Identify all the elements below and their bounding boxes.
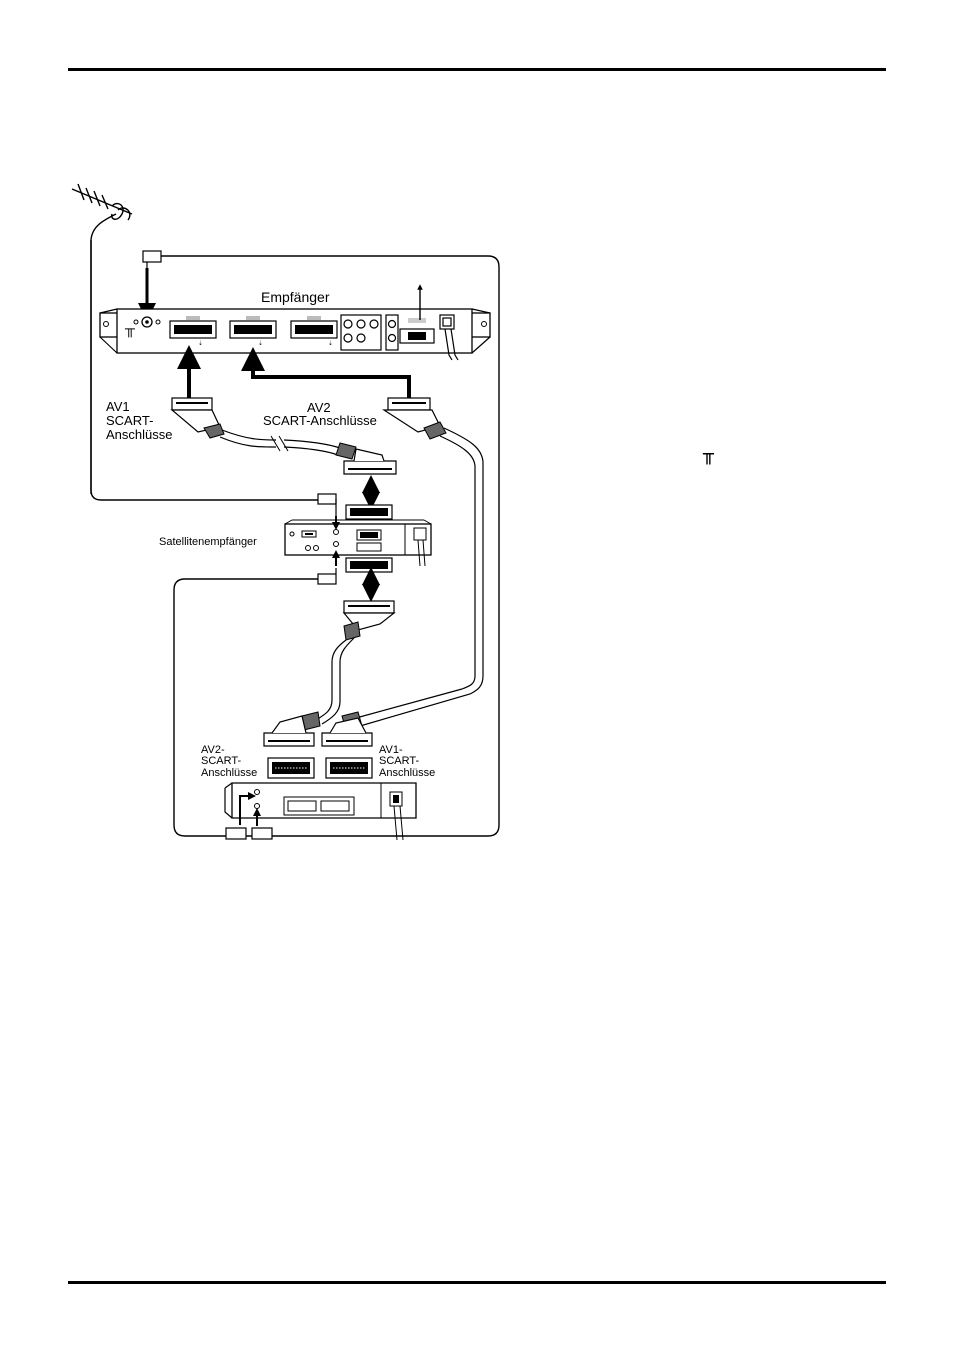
svg-text:AV1: AV1 bbox=[106, 399, 130, 414]
antenna-cable bbox=[91, 240, 318, 500]
vcr-av1-label: AV1- SCART- Anschlüsse bbox=[379, 744, 435, 779]
svg-text:╥: ╥ bbox=[124, 320, 135, 338]
svg-text:SCART-: SCART- bbox=[379, 755, 419, 767]
rf-plugs-vcr bbox=[226, 828, 272, 839]
svg-text:SCART-Anschlüsse: SCART-Anschlüsse bbox=[263, 413, 377, 428]
vcr-scart-av1 bbox=[326, 758, 372, 778]
rf-plug-satellite-in bbox=[318, 494, 336, 516]
scart-cable-receiver-satellite bbox=[172, 398, 396, 474]
scart-cable-satellite-vcr bbox=[264, 601, 394, 746]
satellite-scart-upper bbox=[346, 505, 392, 519]
vcr-scart-av2 bbox=[268, 758, 314, 778]
svg-text:Anschlüsse: Anschlüsse bbox=[106, 427, 172, 442]
arrow-av2-to-receiver bbox=[253, 359, 409, 398]
svg-text:⇣: ⇣ bbox=[198, 340, 203, 347]
receiver-panel: ╥ bbox=[100, 309, 490, 360]
svg-text:Anschlüsse: Anschlüsse bbox=[379, 767, 435, 779]
satellite-label: Satellitenempfänger bbox=[159, 536, 257, 548]
satellite-scart-lower bbox=[346, 558, 392, 572]
svg-text:Anschlüsse: Anschlüsse bbox=[201, 767, 257, 779]
av1-label: AV1 SCART- Anschlüsse bbox=[106, 399, 172, 442]
svg-text:SCART-: SCART- bbox=[201, 755, 241, 767]
svg-text:SCART-: SCART- bbox=[106, 413, 153, 428]
svg-text:⇣: ⇣ bbox=[258, 340, 263, 347]
svg-text:⇣: ⇣ bbox=[328, 340, 333, 347]
receiver-label: Empfänger bbox=[261, 289, 330, 305]
antenna-socket-symbol: ╥ bbox=[703, 446, 714, 464]
vcr-av2-label: AV2- SCART- Anschlüsse bbox=[201, 744, 257, 779]
rf-plug-satellite-out bbox=[318, 568, 336, 584]
rf-plug-receiver bbox=[143, 251, 161, 268]
av2-label: AV2 SCART-Anschlüsse bbox=[263, 400, 377, 428]
